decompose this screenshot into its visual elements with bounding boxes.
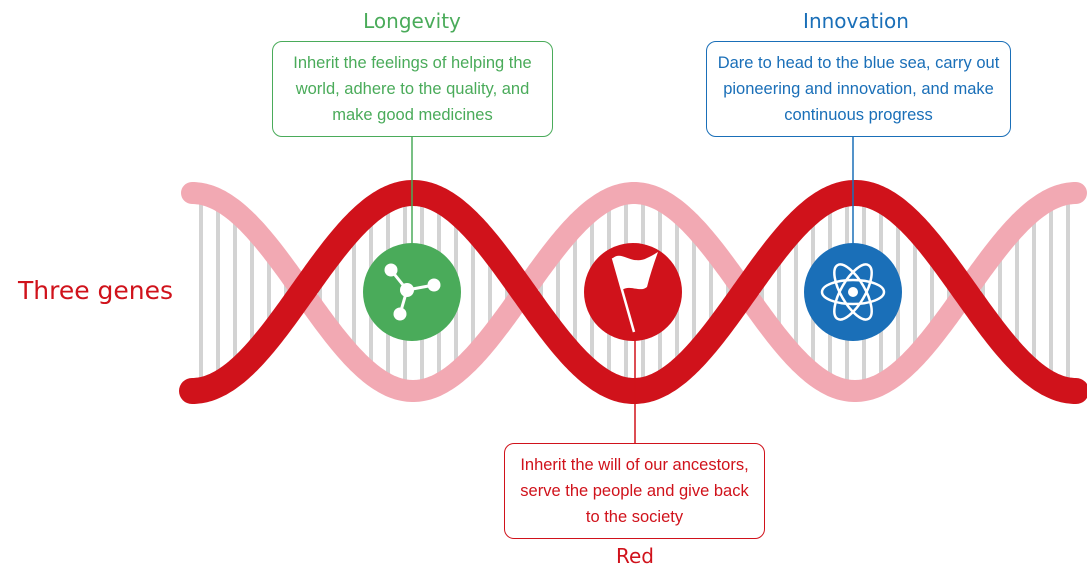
red-title: Red bbox=[616, 544, 654, 568]
innovation-title: Innovation bbox=[803, 9, 909, 33]
innovation-description: Dare to head to the blue sea, carry out … bbox=[717, 54, 1000, 124]
longevity-title: Longevity bbox=[363, 9, 461, 33]
molecule-icon bbox=[363, 243, 461, 341]
longevity-description-box: Inherit the feelings of helping the worl… bbox=[272, 41, 553, 137]
flag-icon bbox=[584, 243, 682, 341]
longevity-description: Inherit the feelings of helping the worl… bbox=[293, 54, 532, 124]
helix-front-strand bbox=[179, 180, 1087, 404]
helix-back-strand bbox=[181, 182, 1087, 402]
atom-icon bbox=[804, 243, 902, 341]
red-description-box: Inherit the will of our ancestors, serve… bbox=[504, 443, 765, 539]
main-title: Three genes bbox=[18, 276, 174, 305]
red-description: Inherit the will of our ancestors, serve… bbox=[520, 456, 749, 526]
innovation-description-box: Dare to head to the blue sea, carry out … bbox=[706, 41, 1011, 137]
